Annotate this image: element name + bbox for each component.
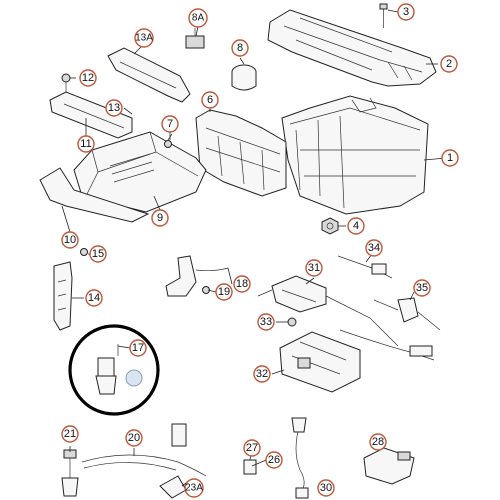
part-sensor-14 bbox=[53, 261, 73, 331]
part-probe-21 bbox=[61, 449, 79, 497]
callout-label: 3 bbox=[403, 6, 409, 18]
callout-11[interactable]: 11 bbox=[77, 135, 95, 153]
part-screw-15 bbox=[80, 248, 88, 256]
part-nut bbox=[321, 217, 339, 235]
callout-label: 35 bbox=[416, 282, 428, 294]
callout-label: 18 bbox=[236, 278, 248, 290]
callout-label: 13A bbox=[135, 33, 153, 44]
callout-6[interactable]: 6 bbox=[201, 91, 219, 109]
callout-19[interactable]: 19 bbox=[215, 283, 233, 301]
leader-lines bbox=[61, 9, 447, 487]
callout-23a[interactable]: 23A bbox=[184, 478, 204, 498]
part-connector-28 bbox=[363, 447, 415, 485]
part-clip-23a bbox=[159, 475, 187, 499]
part-grommet-27 bbox=[243, 459, 257, 475]
part-sensor-35 bbox=[339, 297, 441, 361]
callout-label: 17 bbox=[132, 342, 144, 354]
callout-label: 7 bbox=[167, 118, 173, 130]
sensor-contact-dot bbox=[125, 369, 143, 387]
part-ecu-box-cover bbox=[267, 9, 437, 87]
callout-label: 33 bbox=[260, 316, 272, 328]
callout-10[interactable]: 10 bbox=[61, 231, 79, 249]
callout-label: 31 bbox=[308, 262, 320, 274]
callout-14[interactable]: 14 bbox=[85, 289, 103, 307]
callout-label: 20 bbox=[128, 432, 140, 444]
callout-9[interactable]: 9 bbox=[151, 209, 169, 227]
callout-13a[interactable]: 13A bbox=[134, 28, 154, 48]
callout-label: 27 bbox=[246, 442, 258, 454]
callout-label: 14 bbox=[88, 292, 100, 304]
callout-label: 34 bbox=[368, 242, 380, 254]
part-ecu-box-housing bbox=[281, 95, 429, 215]
part-cable-sensor-26 bbox=[291, 417, 307, 499]
callout-label: 10 bbox=[64, 234, 76, 246]
part-bracket-frame bbox=[195, 109, 287, 197]
part-30 bbox=[295, 487, 309, 499]
callout-label: 9 bbox=[157, 212, 163, 224]
part-relay bbox=[231, 64, 257, 91]
callout-label: 15 bbox=[92, 248, 104, 260]
part-cable-tie-34 bbox=[337, 255, 393, 279]
callout-20[interactable]: 20 bbox=[125, 429, 143, 447]
callout-label: 28 bbox=[372, 436, 384, 448]
callout-21[interactable]: 21 bbox=[61, 425, 79, 443]
part-sensor-17 bbox=[95, 344, 143, 395]
callout-label: 12 bbox=[82, 72, 94, 84]
callout-8[interactable]: 8 bbox=[231, 39, 249, 57]
part-bolt-top bbox=[379, 3, 388, 28]
part-bracket-32 bbox=[279, 331, 361, 393]
callout-label: 2 bbox=[446, 58, 452, 70]
part-cover-31 bbox=[257, 275, 399, 347]
callout-label: 8 bbox=[237, 42, 243, 54]
callout-label: 11 bbox=[80, 138, 91, 150]
callout-13[interactable]: 13 bbox=[105, 99, 123, 117]
callout-12[interactable]: 12 bbox=[79, 69, 97, 87]
callout-label: 21 bbox=[64, 428, 76, 440]
callout-8a[interactable]: 8A bbox=[188, 8, 208, 28]
highlight-ring-part-17 bbox=[68, 324, 160, 416]
callout-label: 30 bbox=[320, 482, 332, 494]
callout-3[interactable]: 3 bbox=[397, 3, 415, 21]
callout-30[interactable]: 30 bbox=[317, 479, 335, 497]
callout-label: 4 bbox=[353, 220, 359, 232]
part-screw-33 bbox=[287, 317, 297, 327]
callout-34[interactable]: 34 bbox=[365, 239, 383, 257]
callout-label: 32 bbox=[256, 368, 268, 380]
callout-label: 13 bbox=[108, 102, 120, 114]
callout-17[interactable]: 17 bbox=[129, 339, 147, 357]
callout-15[interactable]: 15 bbox=[89, 245, 107, 263]
part-wire-harness-20 bbox=[81, 423, 207, 477]
callout-31[interactable]: 31 bbox=[305, 259, 323, 277]
callout-label: 1 bbox=[447, 152, 453, 164]
callout-35[interactable]: 35 bbox=[413, 279, 431, 297]
part-bracket-plate-11 bbox=[49, 91, 133, 139]
callout-label: 23A bbox=[185, 483, 203, 494]
callout-26[interactable]: 26 bbox=[265, 451, 283, 469]
part-clip-8a bbox=[185, 28, 205, 49]
callout-label: 8A bbox=[192, 13, 205, 24]
callout-7[interactable]: 7 bbox=[161, 115, 179, 133]
callout-4[interactable]: 4 bbox=[347, 217, 365, 235]
part-mounting-tray bbox=[39, 167, 150, 223]
callout-label: 26 bbox=[268, 454, 280, 466]
callout-label: 6 bbox=[207, 94, 213, 106]
part-sensor-18 bbox=[165, 255, 229, 297]
part-bracket-13a bbox=[107, 47, 191, 103]
callout-2[interactable]: 2 bbox=[440, 55, 458, 73]
callout-18[interactable]: 18 bbox=[233, 275, 251, 293]
callout-1[interactable]: 1 bbox=[441, 149, 459, 167]
callout-33[interactable]: 33 bbox=[257, 313, 275, 331]
callout-28[interactable]: 28 bbox=[369, 433, 387, 451]
callout-32[interactable]: 32 bbox=[253, 365, 271, 383]
callout-27[interactable]: 27 bbox=[243, 439, 261, 457]
callout-label: 19 bbox=[218, 286, 230, 298]
